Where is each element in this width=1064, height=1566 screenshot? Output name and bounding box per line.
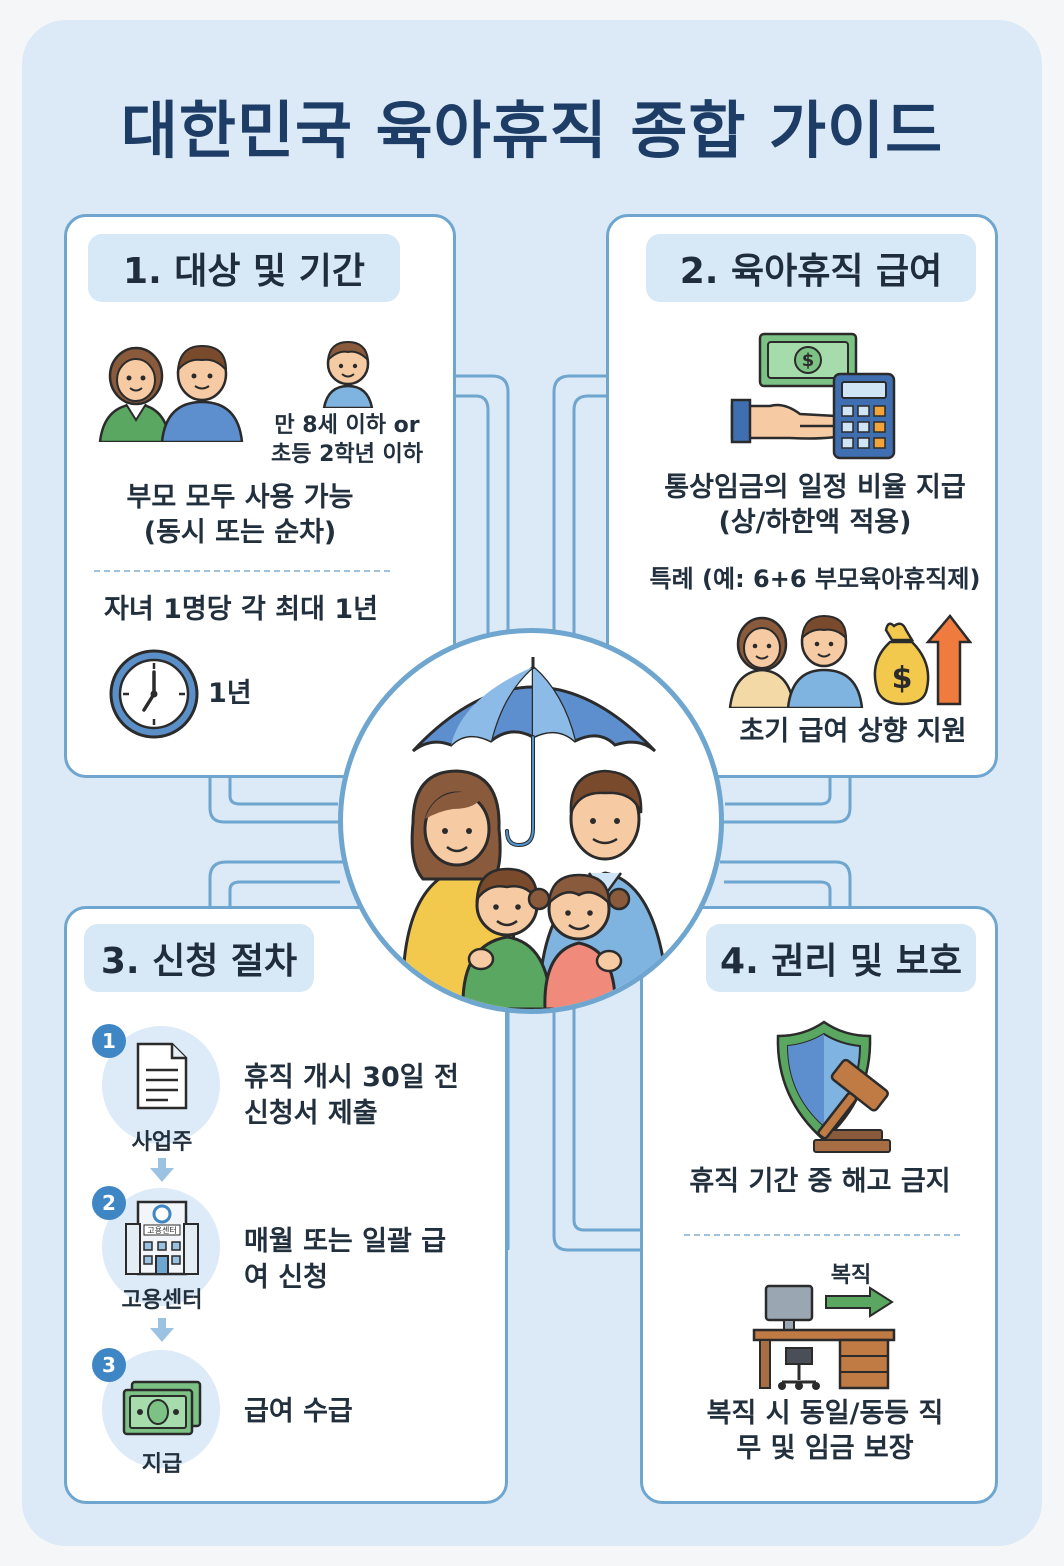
- money-calculator-icon: $: [730, 332, 896, 460]
- divider: [94, 570, 390, 572]
- no-dismissal-text: 휴직 기간 중 해고 금지: [689, 1166, 951, 1197]
- family-umbrella-icon: [401, 657, 671, 1009]
- step1-number: 1: [92, 1024, 126, 1058]
- section1-heading: 1. 대상 및 기간: [88, 234, 400, 302]
- clock-label: 1년: [208, 678, 252, 709]
- page-title: 대한민국 육아휴직 종합 가이드: [120, 94, 944, 167]
- step2-number: 2: [92, 1186, 126, 1220]
- clock-icon: [109, 649, 199, 739]
- step3-label: 지급: [141, 1452, 183, 1477]
- desk-return-icon: [752, 1284, 896, 1390]
- parents-use-text: 부모 모두 사용 가능 (동시 또는 순차): [126, 482, 354, 549]
- return-arrow-label: 복직: [830, 1263, 872, 1288]
- card-rights: [640, 906, 998, 1504]
- shield-gavel-icon: [776, 1020, 891, 1153]
- building-icon: 고용센터: [125, 1200, 199, 1276]
- document-icon: [136, 1042, 188, 1110]
- arrow-down-icon: [150, 1318, 174, 1342]
- section3-heading: 3. 신청 절차: [84, 924, 314, 992]
- step2-text: 매월 또는 일괄 급여 신청: [244, 1226, 447, 1294]
- child-age-text: 만 8세 이하 or 초등 2학년 이하: [270, 413, 424, 467]
- step1-label: 사업주: [131, 1130, 193, 1155]
- section2-heading: 2. 육아휴직 급여: [646, 234, 976, 302]
- money-bag-up-icon: $: [873, 614, 972, 706]
- family-umbrella-circle: [338, 628, 724, 1014]
- section4-heading: 4. 권리 및 보호: [706, 924, 976, 992]
- parents-icon: [728, 614, 864, 708]
- parents-icon: [98, 344, 244, 442]
- svg-text:$: $: [802, 350, 815, 371]
- divider: [684, 1234, 960, 1236]
- step3-text: 급여 수급: [244, 1396, 353, 1427]
- duration-text: 자녀 1명당 각 최대 1년: [104, 594, 378, 625]
- arrow-down-icon: [150, 1158, 174, 1182]
- svg-text:$: $: [892, 661, 913, 696]
- cash-icon: [122, 1380, 202, 1436]
- wage-text: 통상임금의 일정 비율 지급 (상/하한액 적용): [664, 472, 966, 539]
- special-case-text: 특례 (예: 6+6 부모육아휴직제): [649, 565, 981, 593]
- return-guarantee-text: 복직 시 동일/동등 직무 및 임금 보장: [706, 1398, 944, 1465]
- initial-boost-text: 초기 급여 상향 지원: [739, 716, 967, 747]
- step2-label: 고용센터: [121, 1288, 203, 1313]
- step1-text: 휴직 개시 30일 전 신청서 제출: [244, 1062, 459, 1130]
- building-sign: 고용센터: [147, 1225, 176, 1235]
- step3-number: 3: [92, 1348, 126, 1382]
- child-icon: [322, 340, 374, 408]
